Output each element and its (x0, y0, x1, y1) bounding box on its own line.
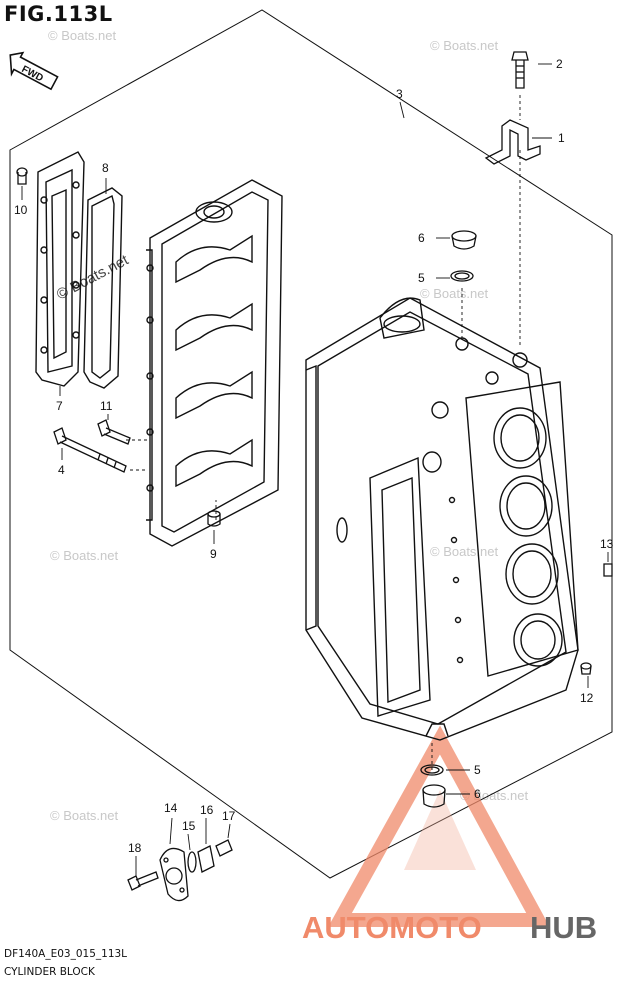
part-clamp-item-1 (484, 119, 541, 165)
part-head-cover (35, 151, 85, 387)
callout-numbers: 1 2 3 4 5 6 7 8 9 10 11 12 13 14 15 16 1… (14, 57, 614, 855)
watermark: © Boats.net (430, 544, 499, 559)
callout-4: 4 (58, 463, 65, 477)
callout-18: 18 (128, 841, 142, 855)
part-bolt-item-10 (16, 167, 28, 185)
callout-6-bottom: 6 (474, 787, 481, 801)
watermark: © Boats.net (420, 286, 489, 301)
fwd-direction-badge: FWD (9, 51, 59, 91)
watermark: © Boats.net (430, 38, 499, 53)
assembly-leader-lines (126, 95, 521, 770)
assembly-frame (9, 9, 613, 879)
callout-17: 17 (222, 809, 236, 823)
callout-12: 12 (580, 691, 594, 705)
callout-2: 2 (556, 57, 563, 71)
watermark-layer: © Boats.net © Boats.net © Boats.net © Bo… (48, 28, 529, 823)
figure-name: CYLINDER BLOCK (4, 966, 95, 978)
fwd-label: FWD (20, 64, 45, 84)
part-stud-item-13 (603, 563, 613, 577)
part-plug-item-12 (580, 662, 592, 675)
part-gasket (83, 187, 123, 389)
part-gasket-item-5-top (450, 270, 474, 282)
brand-triangle-mark (328, 725, 550, 927)
callout-1: 1 (558, 131, 565, 145)
callout-14: 14 (164, 801, 178, 815)
part-dowel-item-9 (207, 510, 221, 527)
part-cylinder-block (305, 297, 579, 741)
part-bolt-item-11 (97, 419, 131, 445)
watermark: © Boats.net (48, 28, 117, 43)
callout-6: 6 (418, 231, 425, 245)
part-gasket-item-5-bottom (420, 764, 444, 776)
part-crankcase-half (146, 179, 283, 547)
brand-name-part2: HUB (530, 910, 597, 945)
callout-5-bottom: 5 (474, 763, 481, 777)
callout-15: 15 (182, 819, 196, 833)
callout-3: 3 (396, 87, 403, 101)
callout-10: 10 (14, 203, 28, 217)
part-plug-item-6-bottom (422, 784, 446, 808)
part-plug-item-16 (197, 845, 215, 873)
part-long-bolt-item-4 (53, 427, 127, 473)
callout-5: 5 (418, 271, 425, 285)
part-bolt-item-18 (127, 871, 159, 891)
part-bolt-item-17 (215, 839, 233, 857)
callout-16: 16 (200, 803, 214, 817)
callout-7: 7 (56, 399, 63, 413)
part-cover-item-14 (159, 847, 189, 902)
watermark: © Boats.net (50, 548, 119, 563)
callout-9: 9 (210, 547, 217, 561)
part-plug-item-6-top (451, 230, 477, 250)
callout-leaders (21, 63, 609, 876)
part-bolt-item-2 (511, 51, 529, 89)
part-oring-item-15 (187, 851, 197, 873)
figure-code: DF140A_E03_015_113L (4, 948, 128, 960)
callout-13: 13 (600, 537, 614, 551)
figure-title: FIG.113L (4, 2, 113, 26)
brand-name-part1: AUTOMOTO (302, 910, 482, 945)
watermark: © Boats.net (50, 808, 119, 823)
callout-11: 11 (100, 399, 113, 413)
callout-8: 8 (102, 161, 109, 175)
